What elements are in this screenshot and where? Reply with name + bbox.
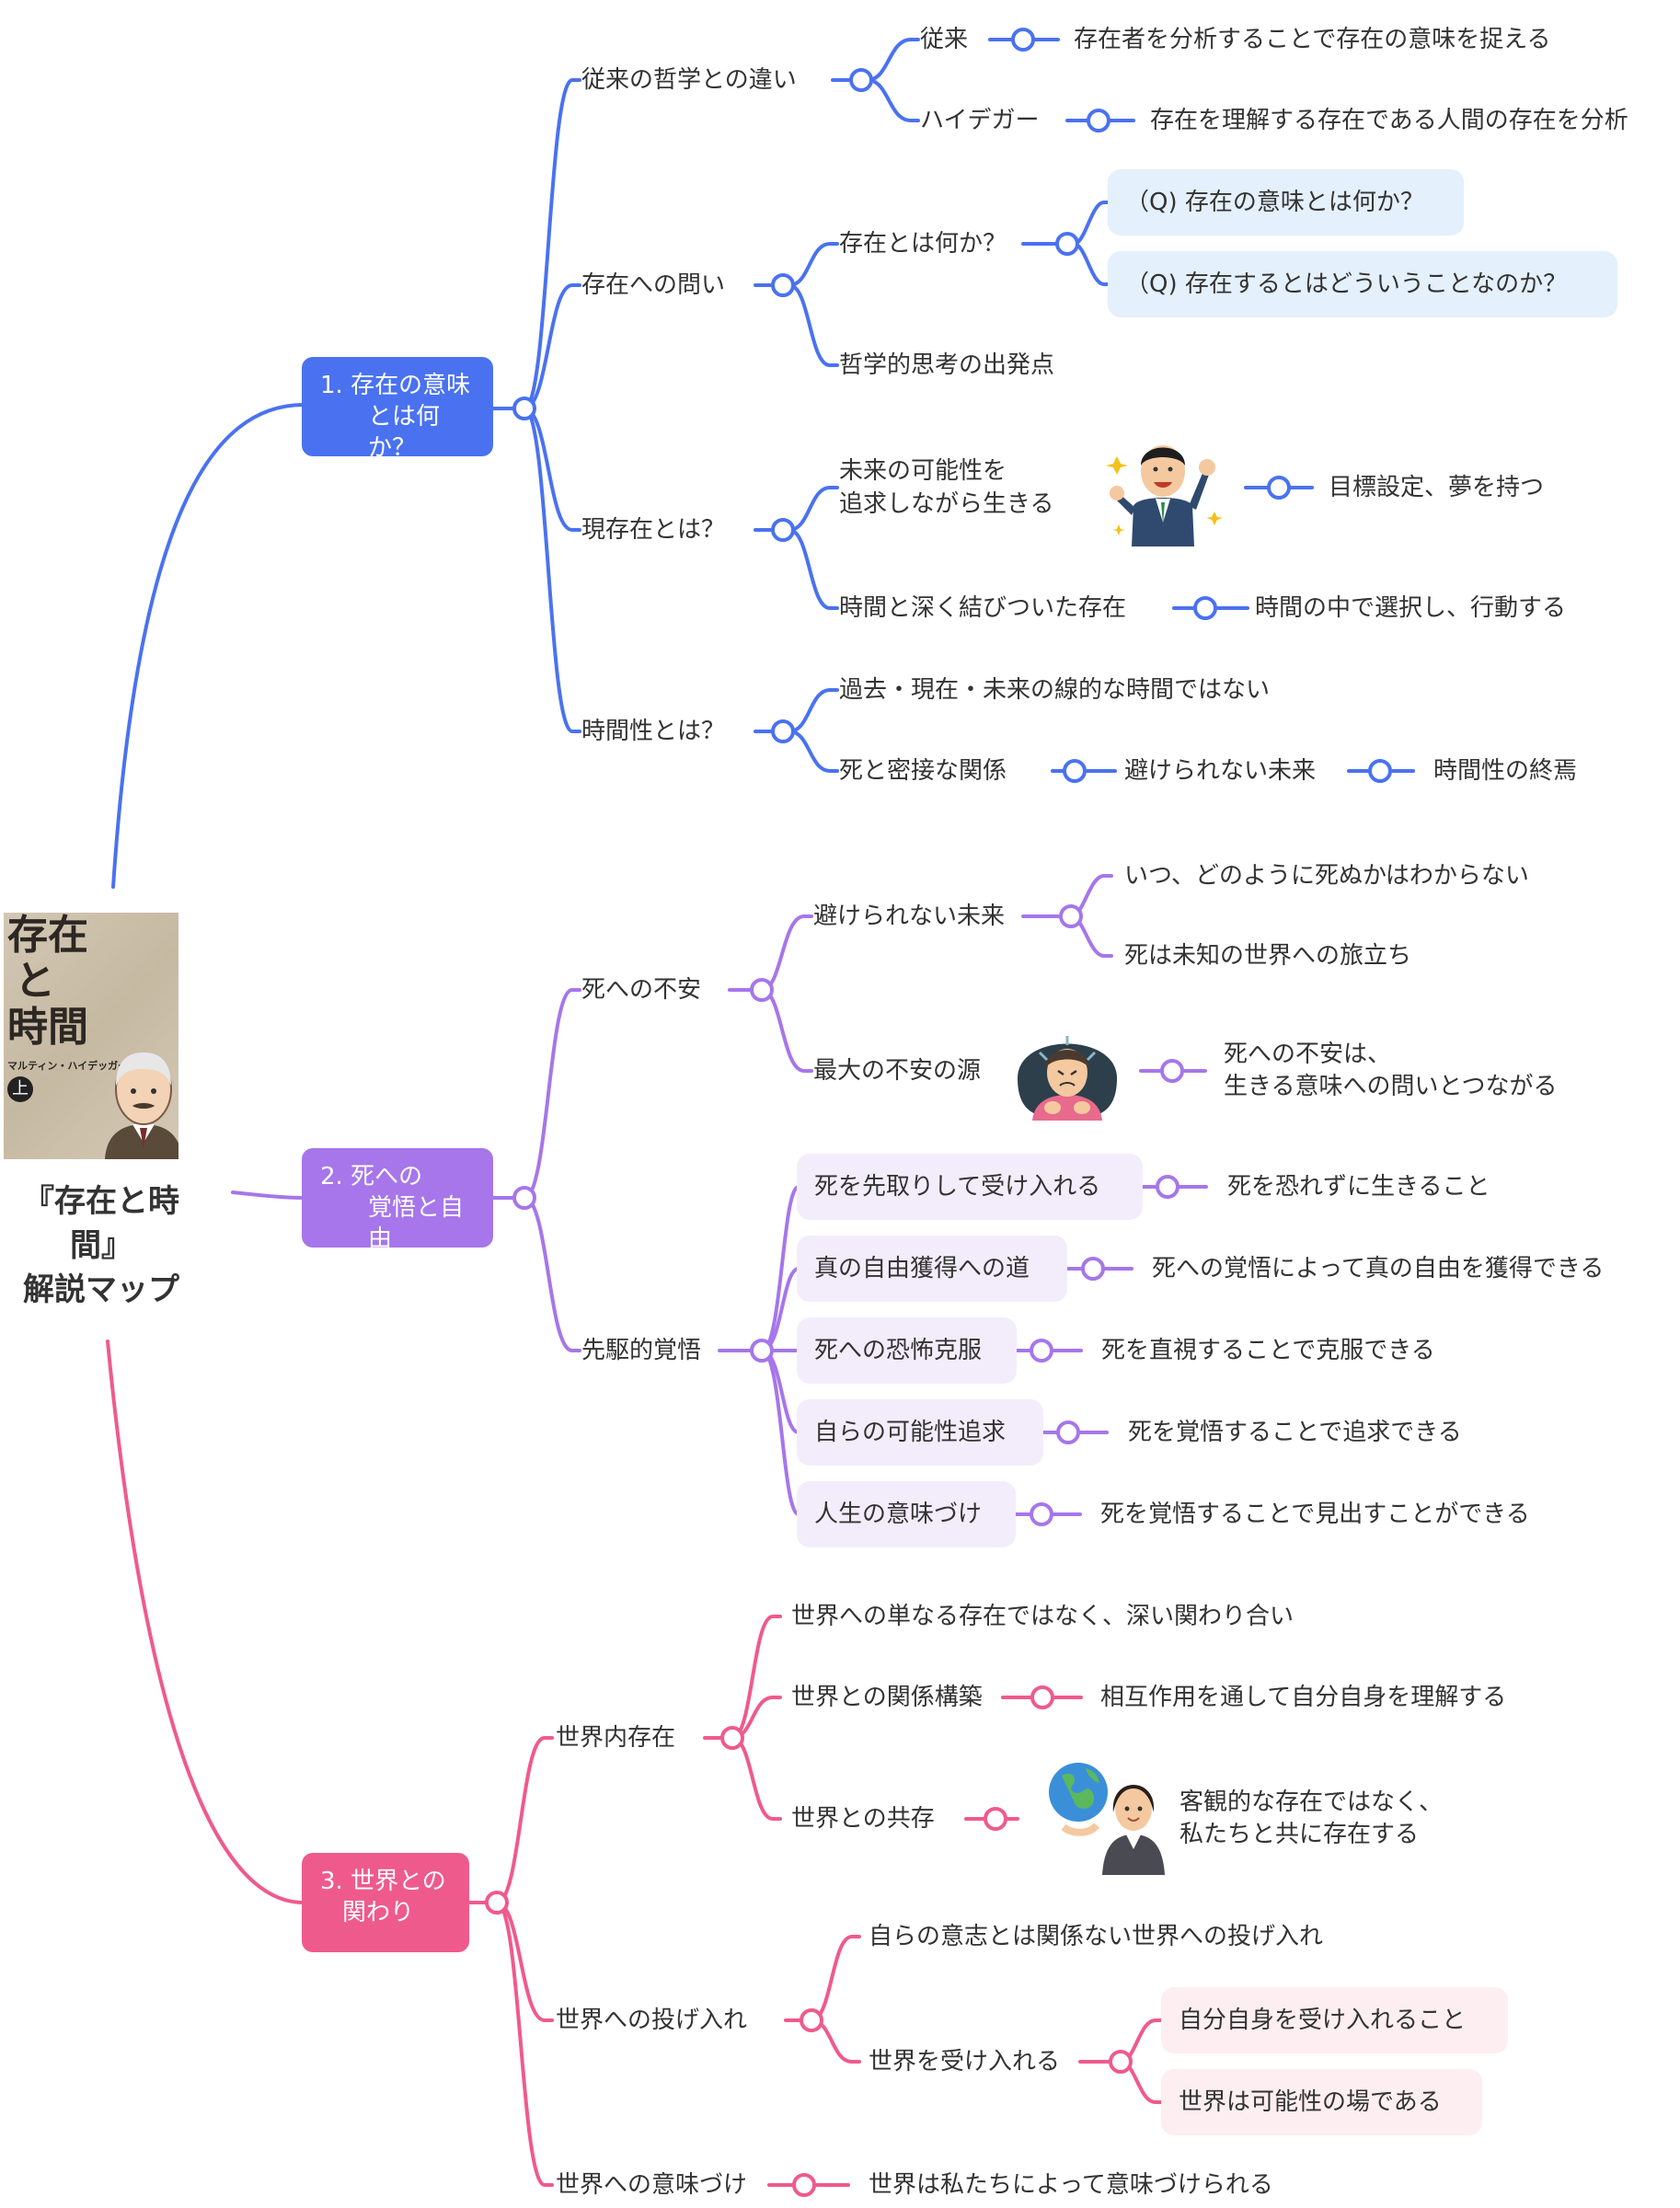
detail-label[interactable]: 死を直視することで克服できる — [1101, 1337, 1435, 1364]
detail-label[interactable]: 存在を理解する存在である人間の存在を分析 — [1150, 107, 1628, 134]
cheering-businessman-illustration — [1106, 445, 1223, 546]
branch-3-node[interactable]: 3. 世界との関わり — [302, 1853, 469, 1952]
item-label[interactable]: 未来の可能性を 追求しながら生きる — [839, 457, 1054, 518]
detail-label[interactable]: 時間の中で選択し、行動する — [1255, 594, 1567, 622]
topic-label[interactable]: 先駆的覚悟 — [581, 1337, 702, 1364]
item-box[interactable]: 自らの可能性追求 — [797, 1399, 1043, 1466]
item-box[interactable]: 人生の意味づけ — [797, 1481, 1016, 1547]
book-title: 存在と時間 — [7, 913, 88, 1051]
item-label[interactable]: 時間と深く結びついた存在 — [839, 594, 1127, 622]
item-label[interactable]: 最大の不安の源 — [813, 1057, 982, 1085]
topic-label[interactable]: 世界への意味づけ — [556, 2171, 748, 2199]
woman-with-globe-illustration — [1049, 1763, 1165, 1875]
subitem-label[interactable]: 死は未知の世界への旅立ち — [1124, 942, 1412, 970]
detail-label[interactable]: 死への覚悟によって真の自由を獲得できる — [1152, 1255, 1605, 1282]
root-title: 『存在と時間』 解説マップ — [23, 1183, 179, 1308]
topic-label[interactable]: 時間性とは？ — [581, 718, 726, 745]
item-label[interactable]: 世界への単なる存在ではなく、深い関わり合い — [791, 1603, 1295, 1630]
detail-label[interactable]: 時間性の終焉 — [1433, 757, 1578, 785]
detail-label[interactable]: 死を覚悟することで追求できる — [1128, 1419, 1462, 1446]
item-label[interactable]: 避けられない未来 — [813, 903, 1006, 930]
item-box[interactable]: 死を先取りして受け入れる — [797, 1154, 1143, 1220]
detail-label[interactable]: 死を覚悟することで見出すことができる — [1100, 1501, 1530, 1528]
item-box[interactable]: 自分自身を受け入れること — [1161, 1987, 1508, 2053]
topic-label[interactable]: 従来の哲学との違い — [581, 66, 797, 94]
topic-label[interactable]: 世界への投げ入れ — [556, 2007, 748, 2034]
book-author: マルティン・ハイデッガー — [7, 1060, 129, 1072]
root-connector-purple — [231, 1190, 305, 1200]
detail-label[interactable]: 相互作用を通して自分自身を理解する — [1100, 1684, 1507, 1711]
detail-label[interactable]: 目標設定、夢を持つ — [1329, 474, 1545, 501]
detail-label[interactable]: 存在者を分析することで存在の意味を捉える — [1074, 26, 1551, 53]
topic-label[interactable]: 存在への問い — [581, 271, 726, 299]
subitem-label[interactable]: いつ、どのように死ぬかはわからない — [1124, 862, 1529, 890]
item-label[interactable]: ハイデガー — [920, 107, 1040, 134]
item-label[interactable]: 世界との関係構築 — [791, 1684, 983, 1711]
detail-label[interactable]: 世界は私たちによって意味づけられる — [869, 2171, 1273, 2199]
item-label[interactable]: 自らの意志とは関係ない世界への投げ入れ — [869, 1923, 1324, 1950]
root-connector-blue — [111, 403, 305, 889]
item-label[interactable]: 存在とは何か？ — [839, 230, 1007, 258]
detail-label[interactable]: 死への不安は、 生きる意味への問いとつながる — [1224, 1041, 1558, 1100]
branch-2-node[interactable]: 2. 死への覚悟と自由 — [302, 1148, 493, 1253]
detail-label[interactable]: 客観的な存在ではなく、 私たちと共に存在する — [1179, 1788, 1444, 1848]
heidegger-portrait-illustration — [105, 1052, 178, 1159]
anxious-woman-illustration — [1018, 1036, 1117, 1121]
item-box[interactable]: 真の自由獲得への道 — [797, 1236, 1067, 1302]
item-label[interactable]: 世界を受け入れる — [869, 2048, 1061, 2076]
book-volume-badge: 上 — [7, 1076, 33, 1102]
item-label[interactable]: 世界との共存 — [791, 1805, 935, 1833]
detail-label[interactable]: 死を恐れずに生きること — [1227, 1173, 1490, 1201]
item-box[interactable]: 世界は可能性の場である — [1161, 2069, 1482, 2135]
item-label[interactable]: 従来 — [920, 26, 969, 53]
root-connector-pink — [106, 1340, 305, 1904]
book-cover: 存在と時間 マルティン・ハイデッガー 上 — [4, 913, 178, 1159]
topic-label[interactable]: 死への不安 — [581, 976, 702, 1004]
item-label[interactable]: 哲学的思考の出発点 — [839, 351, 1055, 379]
topic-label[interactable]: 現存在とは？ — [581, 516, 726, 544]
item-box[interactable]: 死への恐怖克服 — [797, 1317, 1017, 1384]
item-label[interactable]: 過去・現在・未来の線的な時間ではない — [839, 676, 1271, 704]
question-box[interactable]: （Q) 存在するとはどういうことなのか？ — [1108, 251, 1617, 317]
topic-label[interactable]: 世界内存在 — [556, 1724, 676, 1752]
branch-1-node[interactable]: 1. 存在の意味とは何か？ — [302, 357, 493, 462]
question-box[interactable]: （Q) 存在の意味とは何か？ — [1108, 169, 1464, 236]
detail-label[interactable]: 避けられない未来 — [1124, 757, 1317, 785]
item-label[interactable]: 死と密接な関係 — [839, 757, 1007, 785]
